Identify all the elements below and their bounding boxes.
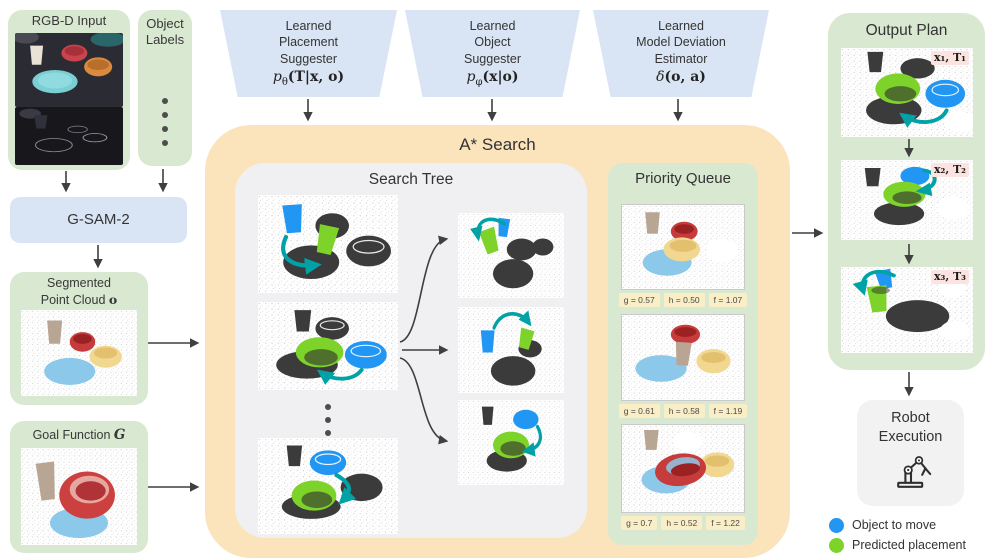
legend-object-to-move: Object to move: [829, 515, 966, 535]
robot-execution-box: Robot Execution: [857, 400, 964, 506]
segmented-pointcloud-panel: Segmented Point Cloud o: [10, 272, 148, 405]
priority-queue-item-3-image: [621, 424, 745, 513]
observation-symbol: o: [108, 291, 118, 307]
h-score: h = 0.52: [661, 516, 703, 530]
step-1-action-badge: x₁, T₁: [930, 51, 969, 65]
search-tree-child-3: [458, 400, 564, 485]
priority-queue-item-2-scores: g = 0.61 h = 0.58 f = 1.19: [608, 404, 758, 418]
search-tree-panel: Search Tree: [235, 163, 587, 538]
legend-predicted-placement: Predicted placement: [829, 535, 966, 555]
f-score: f = 1.19: [708, 404, 748, 418]
output-plan-step-2-image: [841, 160, 973, 240]
output-plan-step-2: x₂, T₂: [841, 160, 973, 240]
g-score: g = 0.57: [618, 293, 660, 307]
output-plan-title: Output Plan: [865, 22, 948, 39]
robot-execution-label: Robot Execution: [878, 410, 943, 445]
search-tree-child-1: [458, 213, 564, 298]
object-suggester-formula: pφ(x|o): [466, 68, 519, 88]
model-deviation-estimator-trapezoid: Learned Model Deviation Estimator δ(o, a…: [593, 10, 769, 97]
priority-queue-item-3-scores: g = 0.7 h = 0.52 f = 1.22: [608, 516, 758, 530]
output-plan-step-1: x₁, T₁: [841, 48, 973, 137]
priority-queue-panel: Priority Queue g = 0.57 h = 0.50 f = 1.0…: [608, 163, 758, 545]
output-plan-step-3: x₃, T₃: [841, 267, 973, 353]
search-tree-title: Search Tree: [368, 171, 454, 188]
g-score: g = 0.7: [621, 516, 658, 530]
rgbd-input-panel: RGB-D Input: [8, 10, 130, 170]
object-labels-line1: Object: [146, 16, 184, 31]
priority-queue-item-1-image: [621, 204, 745, 290]
search-tree-node-bottom: [258, 438, 398, 534]
object-labels-title: Object Labels: [138, 16, 192, 49]
segmented-pointcloud-image: [21, 310, 137, 396]
f-score: f = 1.07: [708, 293, 748, 307]
depth-image: [15, 107, 123, 165]
placement-suggester-trapezoid: Learned Placement Suggester pθ(T|x, o): [220, 10, 397, 97]
astar-search-panel: A* Search Search Tree Priority Queue g =…: [205, 125, 790, 558]
output-plan-step-1-image: [841, 48, 973, 137]
rgbd-input-title: RGB-D Input: [31, 13, 107, 28]
search-tree-node-expanded: [258, 302, 398, 390]
step-2-action-badge: x₂, T₂: [930, 163, 969, 177]
output-plan-panel: Output Plan x₁, T₁ x₂, T₂ x₃, T₃: [828, 13, 985, 370]
rgb-image: [15, 33, 123, 107]
segmented-pointcloud-title: Segmented Point Cloud o: [40, 276, 118, 307]
priority-queue-item-1-scores: g = 0.57 h = 0.50 f = 1.07: [608, 293, 758, 307]
object-labels-panel: Object Labels: [138, 10, 192, 166]
goal-symbol: G: [113, 427, 126, 443]
goal-function-title: Goal Function G: [32, 427, 126, 443]
gsam2-box: G-SAM-2: [10, 197, 187, 243]
placement-suggester-formula: pθ(T|x, o): [272, 68, 345, 88]
goal-function-panel: Goal Function G: [10, 421, 148, 553]
goal-function-image: [21, 448, 137, 545]
search-tree-child-2: [458, 307, 564, 393]
blue-dot-icon: [829, 517, 844, 533]
h-score: h = 0.58: [663, 404, 705, 418]
step-3-action-badge: x₃, T₃: [930, 270, 969, 284]
object-labels-ellipsis: [138, 98, 192, 146]
priority-queue-item-2-image: [621, 314, 745, 401]
astar-title: A* Search: [459, 135, 536, 154]
g-score: g = 0.61: [618, 404, 660, 418]
priority-queue-title: Priority Queue: [635, 170, 731, 187]
search-tree-node-root: [258, 195, 398, 293]
f-score: f = 1.22: [706, 516, 745, 530]
search-tree-ellipsis: [321, 404, 335, 436]
object-labels-line2: Labels: [145, 32, 185, 48]
robot-arm-icon: [896, 455, 931, 488]
model-deviation-formula: δ(o, a): [656, 68, 706, 85]
object-suggester-trapezoid: Learned Object Suggester pφ(x|o): [405, 10, 580, 97]
legend: Object to move Predicted placement: [829, 515, 966, 555]
green-dot-icon: [829, 537, 844, 553]
h-score: h = 0.50: [663, 293, 705, 307]
